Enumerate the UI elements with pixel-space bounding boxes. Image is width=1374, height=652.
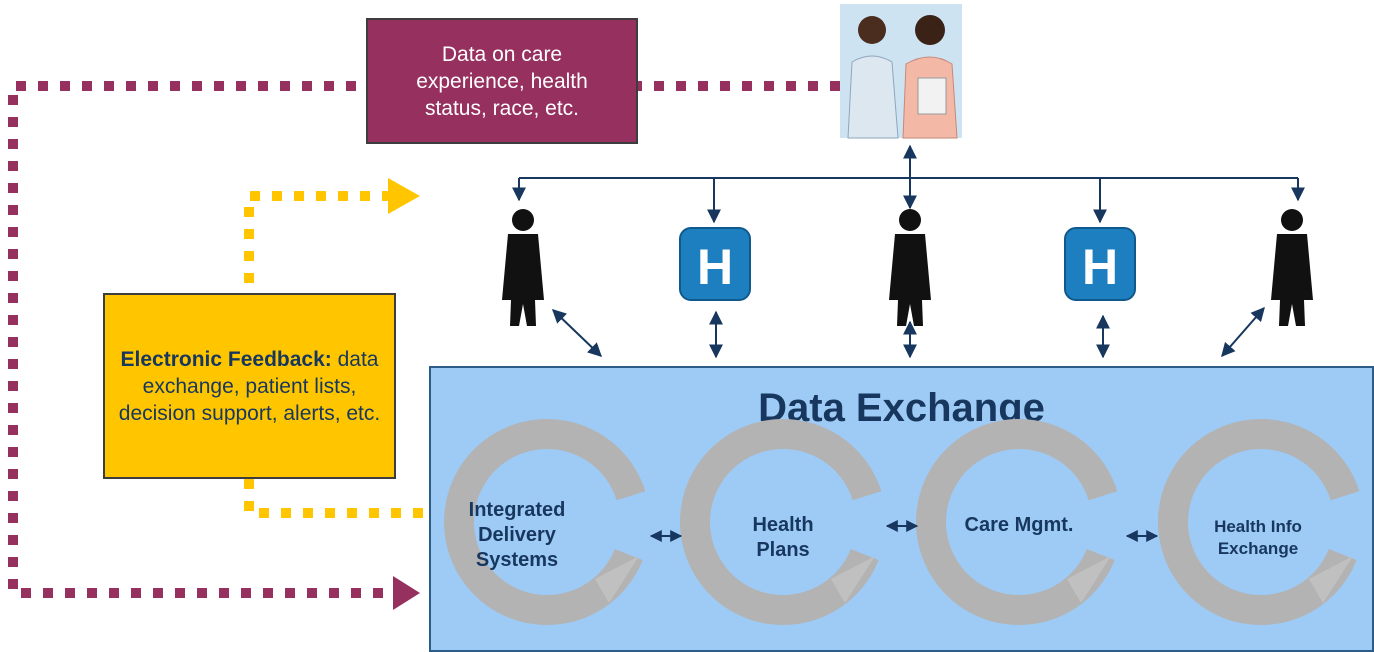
cycle-diagram [444,419,1364,625]
cycle-arrow-icon [444,419,650,625]
hospital-icon: H [679,227,751,301]
data-exchange-panel: Data Exchange [429,366,1374,652]
feedback-text: data exchange, patient lists, decision s… [118,347,381,425]
hospital-icon: H [1064,227,1136,301]
cycle-label-integrated-delivery-systems: Integrated Delivery Systems [468,499,566,571]
cycle-label-health-plans: Health Plans [752,514,814,561]
feedback-path [244,178,428,518]
provider-connectors [512,144,1305,359]
cycle-connectors [649,520,1159,542]
doctor-icon [502,209,544,326]
patients-photo [840,4,962,139]
doctor-icon [889,209,931,326]
cycle-arrow-icon [916,419,1122,625]
feedback-heading: Electronic Feedback: [120,347,332,371]
patient-data-path [8,81,840,610]
purple-arrowhead-icon [393,576,420,610]
cycle-arrow-icon [1158,419,1364,625]
cycle-label-health-info-exchange: Health Info Exchange [1214,517,1302,558]
hospital-letter: H [697,239,733,295]
doctor-icon [1271,209,1313,326]
cycle-label-care-mgmt: Care Mgmt. [964,514,1074,536]
care-experience-box: Data on care experience, health status, … [366,18,638,144]
yellow-arrowhead-icon [388,178,420,214]
care-experience-text: Data on care experience, health status, … [416,42,588,120]
electronic-feedback-box: Electronic Feedback: data exchange, pati… [103,293,396,479]
hospital-letter: H [1082,239,1118,295]
cycle-arrow-icon [680,419,886,625]
